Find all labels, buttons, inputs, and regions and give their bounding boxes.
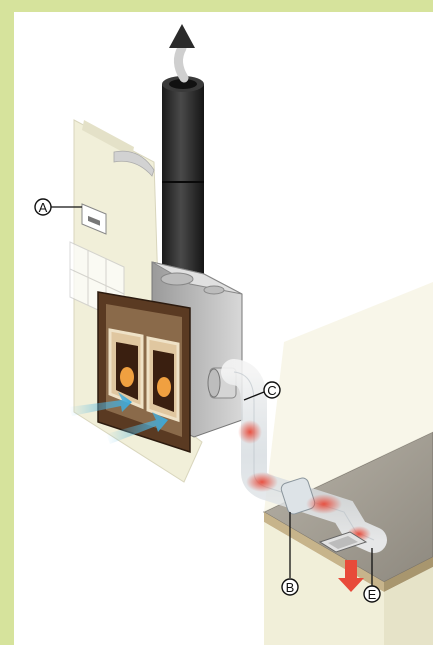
svg-text:E: E xyxy=(368,587,377,602)
callout-e: E xyxy=(364,586,380,602)
callout-c: C xyxy=(264,382,280,398)
smoke-exhaust-arrow xyxy=(169,24,195,78)
svg-text:A: A xyxy=(39,200,48,215)
svg-text:C: C xyxy=(267,383,276,398)
chimney-pipe xyxy=(162,76,204,294)
callout-a: A xyxy=(35,199,51,215)
fireplace-diagram: A C B E xyxy=(14,12,433,645)
svg-text:B: B xyxy=(286,580,295,595)
callout-b: B xyxy=(282,579,298,595)
diagram-frame: A C B E xyxy=(14,12,433,645)
